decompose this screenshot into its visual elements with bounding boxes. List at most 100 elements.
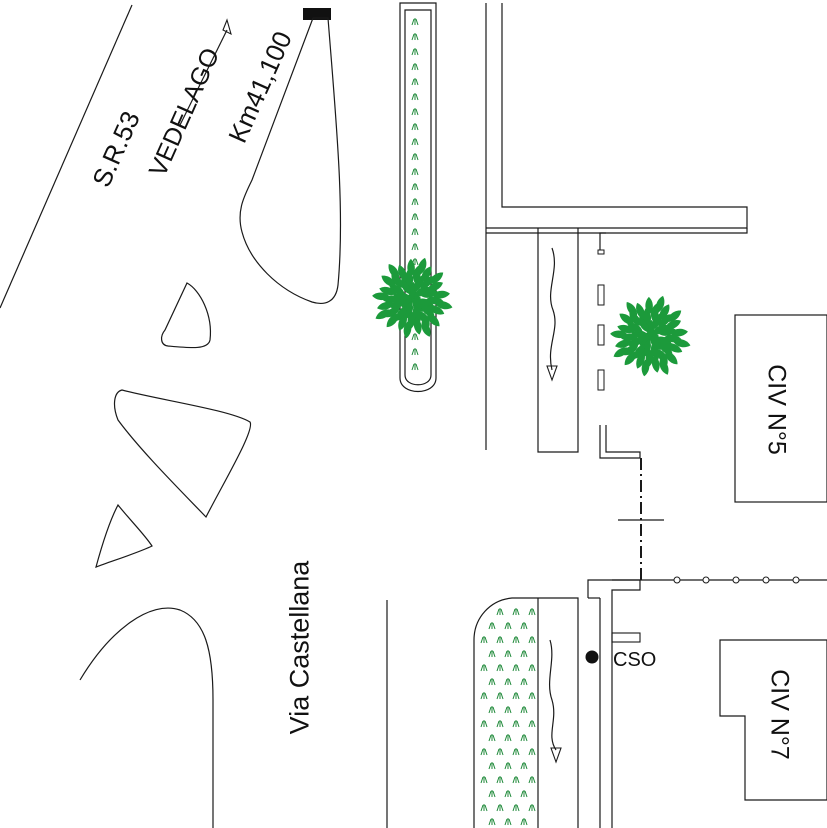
grass-tuft-icon bbox=[411, 62, 419, 71]
grass-tuft-icon bbox=[411, 152, 419, 161]
grass-tuft-icon bbox=[488, 817, 496, 826]
traffic-island-west bbox=[95, 503, 153, 568]
grass-tuft-icon bbox=[496, 663, 504, 672]
grass-tuft-icon bbox=[528, 635, 536, 644]
grass-tuft-icon bbox=[512, 803, 520, 812]
grass-tuft-icon bbox=[411, 197, 419, 206]
grass-tuft-icon bbox=[504, 761, 512, 770]
grass-tuft-icon bbox=[504, 621, 512, 630]
grass-tuft-icon bbox=[520, 733, 528, 742]
grass-tuft-icon bbox=[488, 649, 496, 658]
grass-tuft-icon bbox=[480, 663, 488, 672]
grass-tuft-icon bbox=[411, 122, 419, 131]
grass-tuft-icon bbox=[496, 607, 504, 616]
grass-tuft-icon bbox=[520, 649, 528, 658]
building-label-civ5: CIV N°5 bbox=[762, 364, 791, 455]
grass-tuft-icon bbox=[480, 775, 488, 784]
drainage-channel-north bbox=[537, 228, 579, 453]
traffic-island-north bbox=[239, 17, 342, 305]
grass-tuft-icon bbox=[504, 677, 512, 686]
grass-tuft-icon bbox=[480, 803, 488, 812]
grass-tuft-icon bbox=[528, 607, 536, 616]
grass-tuft-icon bbox=[411, 137, 419, 146]
grass-tuft-icon bbox=[480, 635, 488, 644]
grass-tuft-icon bbox=[411, 47, 419, 56]
sr53-road-edge bbox=[0, 4, 133, 309]
grass-tuft-icon bbox=[411, 107, 419, 116]
grass-tuft-icon bbox=[504, 705, 512, 714]
grass-tuft-icon bbox=[480, 747, 488, 756]
grass-tuft-icon bbox=[520, 677, 528, 686]
grass-tuft-icon bbox=[411, 332, 419, 341]
grass-tuft-icon bbox=[496, 803, 504, 812]
service-line bbox=[612, 576, 827, 584]
grass-tuft-icon bbox=[512, 691, 520, 700]
flow-arrow-icon bbox=[549, 639, 557, 751]
grass-tuft-icon bbox=[480, 691, 488, 700]
sidewalk-south bbox=[587, 579, 641, 828]
grass-tuft-icon bbox=[520, 817, 528, 826]
grass-tuft-icon bbox=[488, 677, 496, 686]
grass-tuft-icon bbox=[488, 789, 496, 798]
grass-tuft-icon bbox=[504, 733, 512, 742]
tree-icon bbox=[371, 256, 454, 339]
grass-tuft-icon bbox=[496, 747, 504, 756]
marker-block-icon bbox=[303, 8, 331, 20]
direction-arrow-icon bbox=[179, 18, 232, 126]
grass-tuft-icon bbox=[528, 691, 536, 700]
grass-tuft-icon bbox=[512, 635, 520, 644]
grass-tuft-icon bbox=[512, 747, 520, 756]
grass-tuft-icon bbox=[411, 92, 419, 101]
grass-tuft-icon bbox=[488, 761, 496, 770]
traffic-island-small bbox=[161, 282, 212, 349]
grass-tuft-icon bbox=[411, 167, 419, 176]
grass-tuft-icon bbox=[496, 775, 504, 784]
grass-tuft-icon bbox=[411, 362, 419, 371]
grass-tuft-icon bbox=[528, 775, 536, 784]
grass-tuft-icon bbox=[496, 691, 504, 700]
grass-tuft-icon bbox=[512, 663, 520, 672]
building-civ5 bbox=[734, 314, 827, 503]
green-median-strip bbox=[399, 2, 437, 392]
grass-tuft-icon bbox=[520, 789, 528, 798]
pipe-connection-line bbox=[618, 458, 664, 582]
grass-tuft-icon bbox=[504, 817, 512, 826]
grass-tuft-icon bbox=[520, 705, 528, 714]
grass-tuft-icon bbox=[504, 649, 512, 658]
grass-tuft-icon bbox=[512, 607, 520, 616]
grass-tuft-icon bbox=[411, 227, 419, 236]
road-curve-edge bbox=[79, 607, 214, 828]
grass-tuft-icon bbox=[520, 621, 528, 630]
grass-tuft-icon bbox=[528, 747, 536, 756]
grass-tuft-icon bbox=[496, 719, 504, 728]
grass-tuft-icon bbox=[520, 761, 528, 770]
grass-tuft-icon bbox=[480, 719, 488, 728]
grass-tuft-icon bbox=[411, 212, 419, 221]
grass-tuft-icon bbox=[411, 17, 419, 26]
grass-tuft-icon bbox=[488, 621, 496, 630]
grass-tuft-icon bbox=[512, 775, 520, 784]
grass-tuft-icon bbox=[512, 719, 520, 728]
cso-label: CSO bbox=[613, 649, 657, 671]
grass-tuft-icon bbox=[488, 733, 496, 742]
grass-tuft-icon bbox=[528, 663, 536, 672]
grass-tuft-icon bbox=[528, 719, 536, 728]
grass-tuft-icon bbox=[411, 77, 419, 86]
grass-tuft-icon bbox=[411, 347, 419, 356]
green-strip-south bbox=[473, 597, 579, 828]
grass-tuft-icon bbox=[411, 242, 419, 251]
filled-dot-icon bbox=[585, 650, 599, 664]
grass-tuft-icon bbox=[504, 789, 512, 798]
grass-tuft-icon bbox=[488, 705, 496, 714]
building-civ7 bbox=[719, 639, 827, 801]
fence-dashed bbox=[597, 232, 641, 459]
sidewalk-outline bbox=[485, 3, 748, 450]
grass-tuft-icon bbox=[528, 803, 536, 812]
traffic-island-large bbox=[113, 389, 252, 519]
building-label-civ7: CIV N°7 bbox=[765, 669, 794, 760]
tree-icon bbox=[609, 294, 692, 377]
grass-tuft-icon bbox=[411, 182, 419, 191]
grass-tuft-icon bbox=[496, 635, 504, 644]
